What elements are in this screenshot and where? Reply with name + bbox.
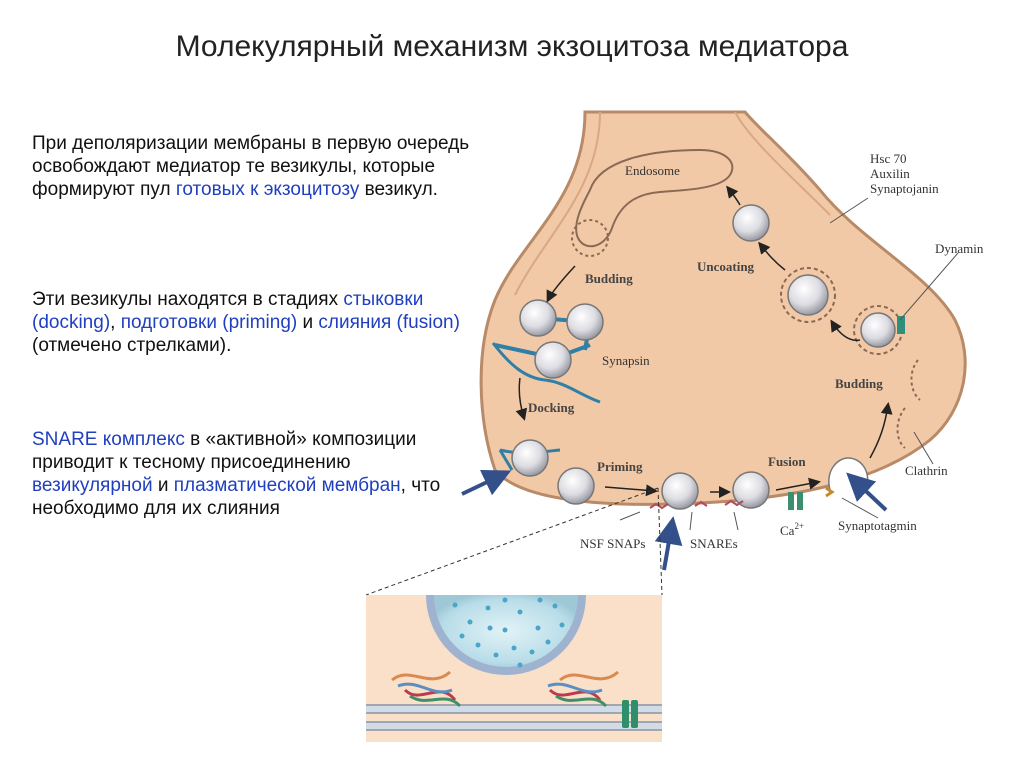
text-segment: в «активной» композиции приводит к тесно… <box>32 429 417 473</box>
label-synapsin: Synapsin <box>602 353 650 368</box>
label-hsc70: Hsc 70 <box>870 151 906 166</box>
label-snares: SNAREs <box>690 536 738 551</box>
highlight-snare-complex: SNARE комплекс <box>32 429 185 450</box>
neurotransmitter-dots <box>452 597 565 668</box>
synaptotagmin-mark <box>825 486 835 498</box>
label-calcium: Ca2+ <box>780 521 804 538</box>
endosome-bud <box>571 219 609 257</box>
label-synaptotagmin: Synaptotagmin <box>838 518 917 533</box>
label-nsf-snaps: NSF SNAPs <box>580 536 645 551</box>
text-segment: Эти везикулы находятся в стадиях <box>32 289 344 310</box>
label-clathrin: Clathrin <box>905 463 948 478</box>
highlight-plasma-membrane: плазматической мембран <box>173 475 401 496</box>
vesicle <box>566 303 604 341</box>
vesicle-docked <box>511 439 549 477</box>
label-budding-left: Budding <box>585 271 633 286</box>
text-segment: При деполяризации мембраны в первую очер… <box>32 133 470 200</box>
label-calcium-symbol: Ca <box>780 523 795 538</box>
calcium-channel <box>788 492 803 510</box>
highlight-priming: подготовки (priming) <box>120 312 298 333</box>
vesicle-primed <box>557 467 595 505</box>
snare-complex-right <box>547 670 620 708</box>
vesicle <box>534 341 572 379</box>
label-fusion: Fusion <box>768 454 806 469</box>
highlight-docking: стыковки (docking) <box>32 289 424 333</box>
cycle-arrows <box>515 185 893 498</box>
text-segment: везикул. <box>359 179 438 200</box>
label-priming: Priming <box>597 459 643 474</box>
axon-inner-edge <box>514 111 601 296</box>
synaptic-vesicle-large <box>426 595 586 675</box>
label-docking: Docking <box>528 400 575 415</box>
text-segment: и <box>297 312 319 333</box>
paragraph-snare: SNARE комплекс в «активной» композиции п… <box>32 428 472 520</box>
label-synaptojanin: Synaptojanin <box>870 181 939 196</box>
text-segment: и <box>152 475 174 496</box>
vesicle-uncoated <box>732 204 770 242</box>
clathrin-coated-vesicle <box>780 267 836 323</box>
label-calcium-charge: 2+ <box>794 521 804 531</box>
slide-title: Молекулярный механизм экзоцитоза медиато… <box>175 30 849 63</box>
axon-inner-edge-right <box>734 111 831 216</box>
highlight-ready-for-exocytosis: готовых к экзоцитозу <box>175 179 360 200</box>
highlight-vesicular: везикулярной <box>32 475 153 496</box>
pointer-arrows <box>461 469 888 571</box>
snare-complex-left <box>391 670 462 708</box>
vesicle-primed <box>661 472 699 510</box>
label-dynamin: Dynamin <box>935 241 984 256</box>
zoom-lines <box>365 487 663 596</box>
text-segment: (отмечено стрелками). <box>32 335 232 356</box>
label-endosome: Endosome <box>625 163 680 178</box>
highlight-fusion: слияния (fusion) <box>318 312 460 333</box>
calcium-channel-inset <box>622 700 638 728</box>
vesicle <box>519 299 557 337</box>
paragraph-stages: Эти везикулы находятся в стадиях стыковк… <box>32 288 472 357</box>
label-uncoating: Uncoating <box>697 259 755 274</box>
vesicle-fusion <box>732 471 770 509</box>
label-budding-right: Budding <box>835 376 883 391</box>
endosome <box>575 148 734 248</box>
dynamin-budding-vesicle <box>853 305 905 355</box>
paragraph-ready-pool: При деполяризации мембраны в первую очер… <box>32 132 472 201</box>
text-segment: , что необходимо для их слияния <box>32 475 441 519</box>
text-segment: , <box>110 312 121 333</box>
label-auxilin: Auxilin <box>870 166 910 181</box>
inset-snare-panel <box>366 595 662 742</box>
snare-proteins <box>649 499 744 510</box>
